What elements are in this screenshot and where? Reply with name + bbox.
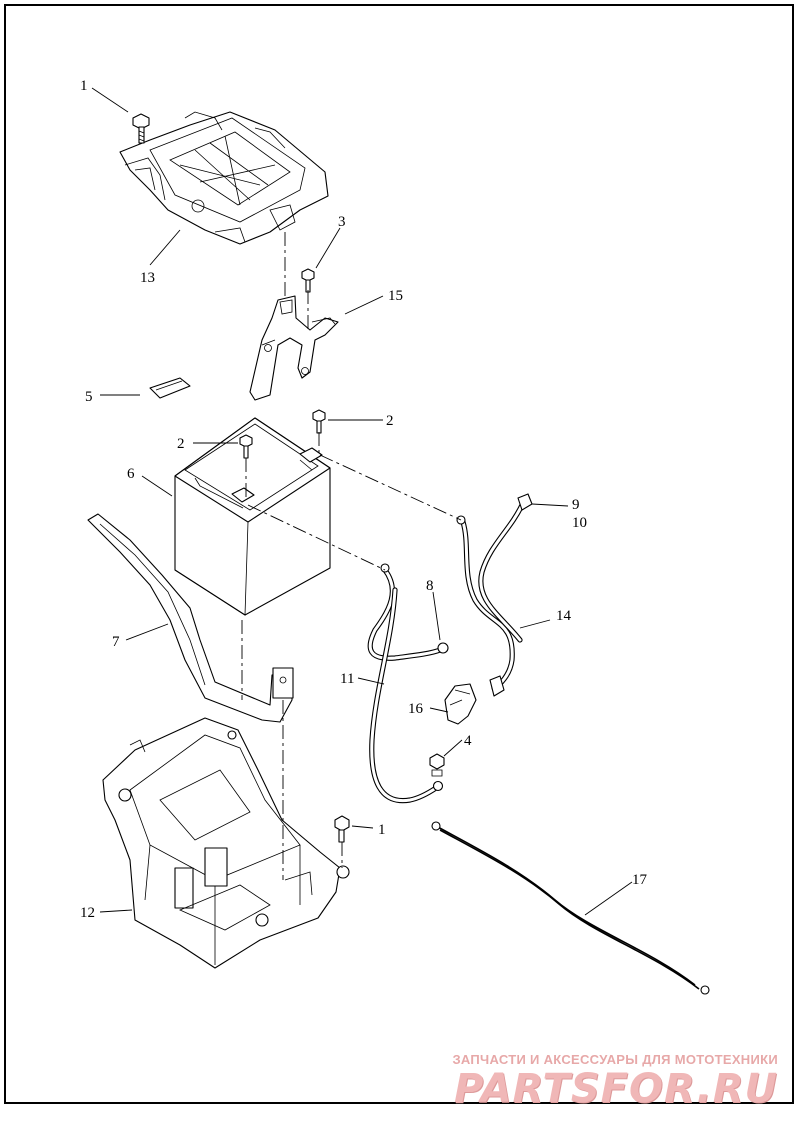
callout-2-left: 2	[177, 436, 185, 452]
callout-7: 7	[112, 634, 120, 650]
callout-10: 10	[572, 515, 587, 531]
callout-17: 17	[632, 872, 648, 888]
alignment-lines	[241, 232, 462, 880]
callout-11: 11	[340, 671, 354, 687]
part-2-bolt-right	[312, 409, 326, 434]
callout-15: 15	[388, 288, 403, 304]
part-17-wire	[431, 821, 710, 995]
part-12-lower-tray	[102, 717, 350, 969]
part-5-pad	[149, 377, 191, 399]
part-1-bolt-top	[132, 113, 150, 144]
callout-3: 3	[338, 214, 346, 230]
callout-1-top: 1	[80, 78, 88, 94]
part-4-nut	[429, 753, 445, 777]
part-14-cable	[456, 493, 533, 697]
callout-12: 12	[80, 905, 95, 921]
callout-9: 9	[572, 497, 580, 513]
watermark: ЗАПЧАСТИ И АКСЕССУАРЫ ДЛЯ МОТОТЕХНИКИ PA…	[452, 1052, 778, 1111]
callout-labels: 1 13 3 15 5 2 2 6 9 10 8 14 7 11 16 4 1 …	[80, 78, 648, 921]
part-16-terminal-boot	[444, 683, 477, 725]
callout-4: 4	[464, 733, 472, 749]
part-15-bracket	[249, 295, 339, 401]
callout-13: 13	[140, 270, 155, 286]
callout-6: 6	[127, 466, 135, 482]
diagram-frame	[4, 4, 794, 1104]
callout-1-bottom: 1	[378, 822, 386, 838]
callout-14: 14	[556, 608, 572, 624]
part-6-battery	[174, 417, 331, 616]
callout-16: 16	[408, 701, 424, 717]
part-13-upper-tray	[119, 111, 329, 245]
part-11-cable	[367, 563, 449, 804]
callout-2-right: 2	[386, 413, 394, 429]
part-7-strap	[87, 513, 294, 723]
callout-8: 8	[426, 578, 434, 594]
leader-lines	[91, 87, 633, 916]
watermark-tagline: ЗАПЧАСТИ И АКСЕССУАРЫ ДЛЯ МОТОТЕХНИКИ	[452, 1052, 778, 1067]
part-3-bolt	[301, 268, 315, 293]
callout-5: 5	[85, 389, 93, 405]
part-1-bolt-bottom	[334, 815, 350, 843]
watermark-logo: PARTSFOR.RU	[453, 1066, 778, 1112]
